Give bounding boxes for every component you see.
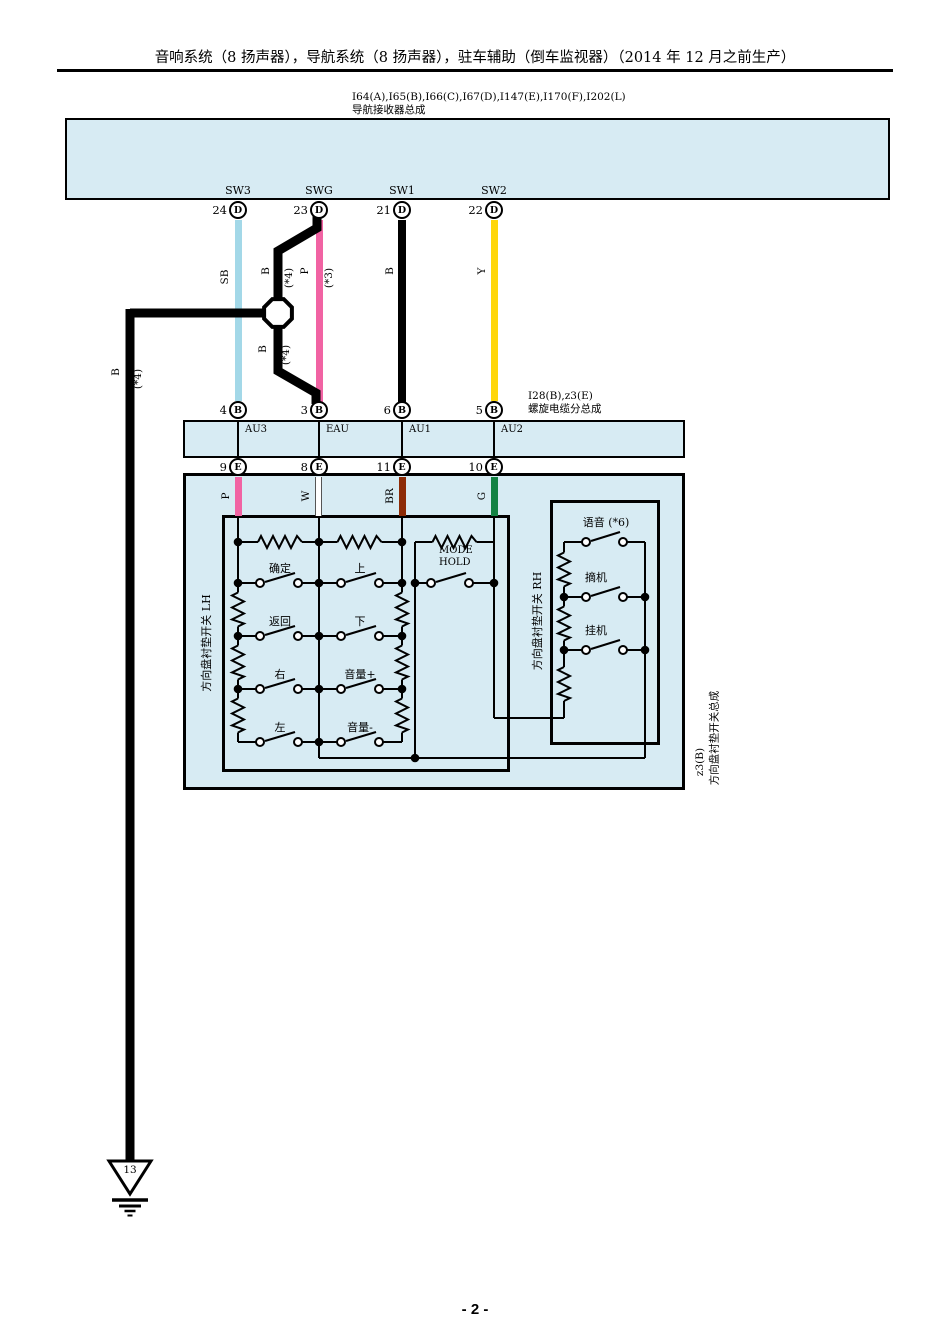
spiral-cable-connectors: I28(B),z3(E) <box>528 390 593 402</box>
channel-au3: AU3 <box>245 424 268 435</box>
nav-receiver-box <box>65 118 890 200</box>
wire-code-b4: B <box>260 267 272 275</box>
wire-br-lower <box>398 477 406 516</box>
rh-switch-label: 方向盘衬垫开关 RH <box>531 571 544 671</box>
pin-number: 23 <box>293 203 308 217</box>
spiral-cable-name: 螺旋电缆分总成 <box>528 402 602 415</box>
pin-connector: B <box>485 401 503 419</box>
wire-note-b4-ground: (*4) <box>132 368 144 390</box>
pin-connector: D <box>229 201 247 219</box>
pin-connector: E <box>393 458 411 476</box>
button-mode-hold: MODE HOLD <box>439 545 473 568</box>
ground-id: 13 <box>123 1164 137 1176</box>
button-mode-line2: HOLD <box>439 556 471 568</box>
signal-label-sw1: SW1 <box>389 184 415 197</box>
wire-code-p: P <box>299 267 311 275</box>
pin-connector: B <box>393 401 411 419</box>
wire-code-b4-ground: B <box>110 368 122 376</box>
button-right: 右 <box>274 668 286 681</box>
signal-label-sw2: SW2 <box>481 184 507 197</box>
nav-receiver-label: I64(A),I65(B),I66(C),I67(D),I147(E),I170… <box>352 91 626 116</box>
pin-number: 22 <box>468 203 483 217</box>
wire-w-lower <box>314 477 322 516</box>
button-back: 返回 <box>269 615 291 628</box>
nav-receiver-name: 导航接收器总成 <box>352 103 426 116</box>
pin-number: 11 <box>376 460 391 474</box>
button-onhook: 挂机 <box>585 624 607 637</box>
pin-connector: B <box>229 401 247 419</box>
button-volume-up: 音量+ <box>344 668 376 681</box>
pin-number: 21 <box>376 203 391 217</box>
lh-switch-label: 方向盘衬垫开关 LH <box>200 594 213 692</box>
pin-connector: D <box>393 201 411 219</box>
header-rule <box>57 69 893 72</box>
splice-junction <box>262 297 294 329</box>
channel-au1: AU1 <box>409 424 432 435</box>
pin-connector: B <box>310 401 328 419</box>
channel-au2: AU2 <box>501 424 524 435</box>
page-title: 音响系统（8 扬声器），导航系统（8 扬声器），驻车辅助（倒车监视器）（2014… <box>154 50 796 66</box>
wire-code-b4-branch: B <box>257 345 269 353</box>
signal-label-sw3: SW3 <box>225 184 251 197</box>
wire-code-br-lower: BR <box>384 488 396 504</box>
channel-eau: EAU <box>326 424 349 435</box>
pin-number: 4 <box>219 403 227 417</box>
switch-assembly-name: 方向盘衬垫开关总成 <box>708 690 721 786</box>
button-voice: 语音 (*6) <box>582 516 630 529</box>
nav-receiver-connectors: I64(A),I65(B),I66(C),I67(D),I147(E),I170… <box>352 91 626 103</box>
wire-code-w-lower: W <box>300 490 312 502</box>
page-number: - 2 - <box>461 1301 489 1318</box>
wire-code-sb: SB <box>219 269 231 285</box>
wire-code-y: Y <box>476 267 488 275</box>
pin-number: 8 <box>300 460 308 474</box>
wire-y <box>490 220 498 401</box>
pin-number: 9 <box>219 460 227 474</box>
wire-code-b: B <box>384 267 396 275</box>
wire-p-lower <box>234 477 242 516</box>
wire-note-b4-branch: (*4) <box>280 344 292 366</box>
pin-number: 5 <box>475 403 483 417</box>
wire-sb <box>234 220 242 401</box>
spiral-cable-label: I28(B),z3(E) 螺旋电缆分总成 <box>528 390 602 415</box>
wire-b <box>398 220 406 402</box>
wire-g-lower <box>490 477 498 516</box>
signal-label-swg: SWG <box>305 184 333 197</box>
pin-connector: E <box>310 458 328 476</box>
button-mode-line1: MODE <box>439 545 473 556</box>
button-volume-down: 音量- <box>347 721 373 734</box>
pin-number: 6 <box>383 403 391 417</box>
switch-assembly-code: z3(B) <box>694 747 706 777</box>
button-left: 左 <box>274 721 286 734</box>
pin-connector: D <box>485 201 503 219</box>
pin-number: 24 <box>212 203 227 217</box>
wire-p <box>315 220 323 404</box>
wire-code-p-lower: P <box>220 492 232 500</box>
wire-note-p3: (*3) <box>323 267 335 289</box>
pin-number: 10 <box>468 460 483 474</box>
wire-note-b4: (*4) <box>283 267 295 289</box>
wire-code-g-lower: G <box>476 491 488 501</box>
pin-connector: E <box>229 458 247 476</box>
button-up: 上 <box>354 562 366 575</box>
pin-connector: E <box>485 458 503 476</box>
pin-connector: D <box>310 201 328 219</box>
button-down: 下 <box>354 615 366 628</box>
button-offhook: 摘机 <box>585 571 607 584</box>
button-ok: 确定 <box>269 562 291 575</box>
pin-number: 3 <box>300 403 308 417</box>
